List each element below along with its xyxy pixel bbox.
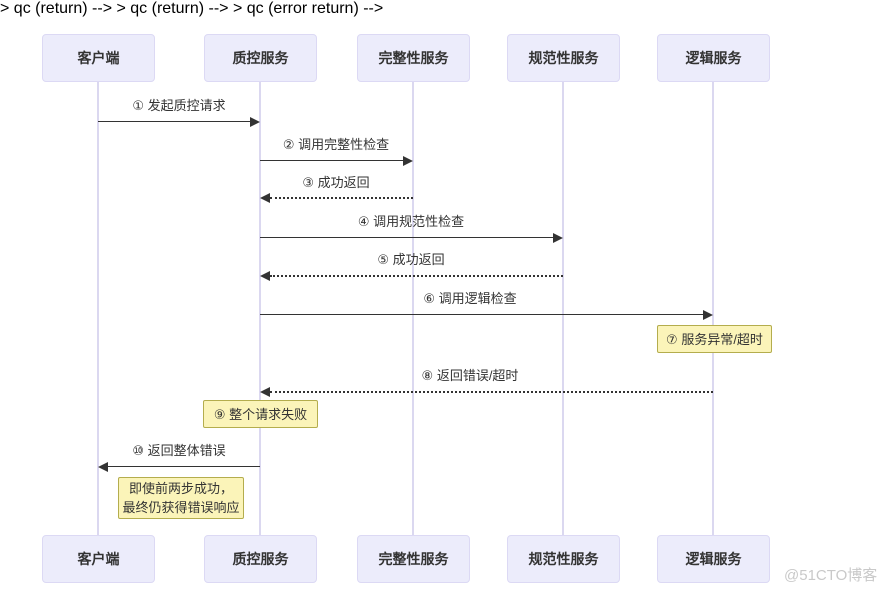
message-5-arrowhead-icon (260, 271, 270, 281)
lifeline-integrity (412, 82, 414, 535)
message-8-line (270, 391, 713, 393)
lifeline-qc (259, 82, 261, 535)
participant-label: 规范性服务 (528, 551, 599, 567)
message-4-line (260, 237, 553, 238)
message-6-arrowhead-icon (703, 310, 713, 320)
message-10-arrowhead-icon (98, 462, 108, 472)
participant-label: 完整性服务 (378, 551, 449, 567)
participant-bottom-client: 客户端 (42, 535, 155, 583)
message-5-line (270, 275, 563, 277)
message-4-label: ④ 调用规范性检查 (357, 214, 465, 229)
message-2-arrowhead-icon (403, 156, 413, 166)
lifeline-client (97, 82, 99, 535)
note-label: ⑨ 整个请求失败 (213, 406, 308, 422)
participant-label: 完整性服务 (378, 50, 449, 66)
message-6-label: ⑥ 调用逻辑检查 (423, 291, 517, 306)
participant-label: 规范性服务 (528, 50, 599, 66)
participant-label: 客户端 (77, 551, 120, 567)
lifeline-norm (562, 82, 564, 535)
participant-top-qc: 质控服务 (204, 34, 317, 82)
note-line-2: 最终仍获得错误响应 (122, 500, 240, 515)
participant-top-logic: 逻辑服务 (657, 34, 770, 82)
message-4-arrowhead-icon (553, 233, 563, 243)
lifeline-logic (712, 82, 714, 535)
participant-label: 客户端 (77, 50, 120, 66)
message-10-label: ⑩ 返回整体错误 (132, 443, 226, 458)
message-6-line (260, 314, 703, 315)
message-8-label: ⑧ 返回错误/超时 (421, 368, 519, 383)
message-8-arrowhead-icon (260, 387, 270, 397)
watermark: @51CTO博客 (784, 567, 878, 584)
participant-label: 质控服务 (232, 551, 289, 567)
participant-label: 逻辑服务 (685, 551, 742, 567)
note-request-failed: ⑨ 整个请求失败 (203, 400, 318, 428)
note-line-1: 即使前两步成功， (128, 481, 233, 496)
message-5-label: ⑤ 成功返回 (377, 252, 445, 267)
participant-bottom-qc: 质控服务 (204, 535, 317, 583)
participant-bottom-integrity: 完整性服务 (357, 535, 470, 583)
participant-top-integrity: 完整性服务 (357, 34, 470, 82)
message-1-arrowhead-icon (250, 117, 260, 127)
message-1-line (98, 121, 250, 122)
message-3-label: ③ 成功返回 (302, 175, 370, 190)
message-10-line (108, 466, 260, 467)
note-label: ⑦ 服务异常/超时 (666, 331, 763, 347)
message-3-line (270, 197, 413, 199)
note-service-error: ⑦ 服务异常/超时 (657, 325, 772, 353)
message-3-arrowhead-icon (260, 193, 270, 203)
participant-bottom-norm: 规范性服务 (507, 535, 620, 583)
note-final-comment: 即使前两步成功， 最终仍获得错误响应 (118, 477, 244, 519)
participant-label: 质控服务 (232, 50, 289, 66)
participant-label: 逻辑服务 (685, 50, 742, 66)
participant-top-norm: 规范性服务 (507, 34, 620, 82)
message-2-line (260, 160, 403, 161)
participant-top-client: 客户端 (42, 34, 155, 82)
message-1-label: ① 发起质控请求 (132, 98, 226, 113)
participant-bottom-logic: 逻辑服务 (657, 535, 770, 583)
message-2-label: ② 调用完整性检查 (282, 137, 390, 152)
